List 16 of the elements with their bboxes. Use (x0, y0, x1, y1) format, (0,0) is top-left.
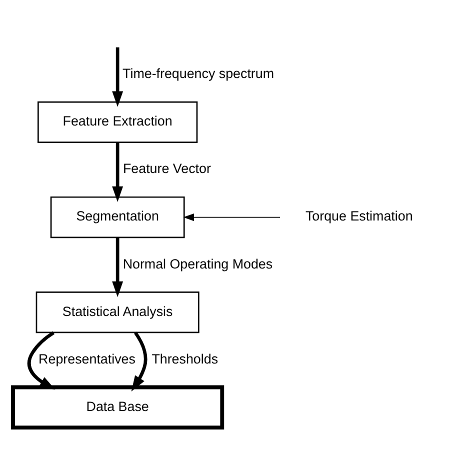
edge-label: Representatives (38, 351, 136, 366)
edge-label: Feature Vector (122, 161, 211, 176)
node-box: Data Base (11, 385, 224, 430)
edge-label: Time-frequency spectrum (122, 66, 274, 82)
arrow (27, 331, 56, 390)
node-text: Torque Estimation (305, 208, 413, 224)
arrow (112, 142, 124, 202)
arrow (183, 214, 280, 222)
node-box: Feature Extraction (38, 101, 198, 143)
node-box: Statistical Analysis (36, 292, 200, 334)
arrow (112, 47, 124, 107)
arrow (112, 238, 124, 298)
edge-label: Thresholds (152, 351, 218, 366)
edge-label: Normal Operating Modes (122, 256, 273, 272)
arrow (131, 332, 148, 392)
node-box: Segmentation (50, 196, 185, 238)
